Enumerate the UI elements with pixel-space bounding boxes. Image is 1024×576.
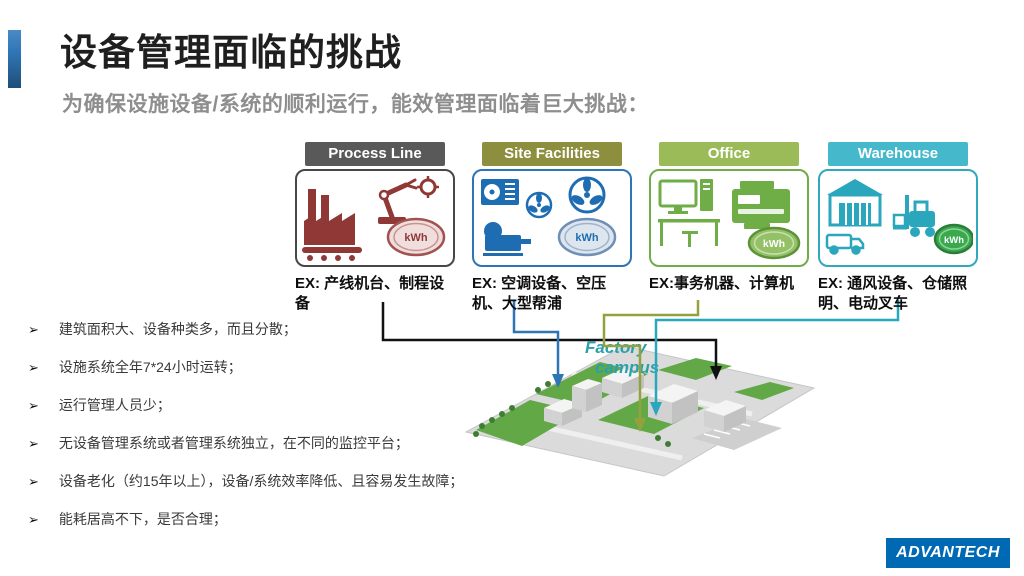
- category-header: Process Line: [305, 142, 445, 166]
- factory-icon: [302, 189, 362, 261]
- list-item: ➢ 设备老化（约15年以上），设备/系统效率降低、且容易发生故障；: [28, 472, 463, 510]
- kwh-badge: kWh: [747, 226, 801, 260]
- category-warehouse: Warehouse: [818, 142, 978, 313]
- fan-icon: [568, 176, 606, 214]
- title-accent-bar: [8, 30, 21, 88]
- category-box: kWh: [649, 169, 809, 267]
- category-site-facilities: Site Facilities: [472, 142, 632, 313]
- arrow-bullet-icon: ➢: [28, 322, 39, 337]
- category-box: kWh: [295, 169, 455, 267]
- campus-label-line2: campus: [595, 357, 660, 377]
- campus-label-line1: Factory: [585, 338, 647, 357]
- arrow-bullet-icon: ➢: [28, 360, 39, 375]
- bullet-text: 能耗居高不下，是否合理；: [58, 511, 227, 527]
- bullet-list: ➢ 建筑面积大、设备种类多，而且分散； ➢ 设施系统全年7*24小时运转； ➢ …: [28, 320, 463, 548]
- kwh-badge: kWh: [933, 223, 973, 255]
- list-item: ➢ 能耗居高不下，是否合理；: [28, 510, 463, 548]
- warehouse-icon: kWh: [825, 179, 973, 255]
- site-facilities-icon: kWh: [481, 176, 617, 257]
- category-box: kWh: [818, 169, 978, 267]
- page-title: 设备管理面临的挑战: [60, 32, 402, 73]
- advantech-logo: ADVANTECH: [886, 538, 1010, 568]
- list-item: ➢ 建筑面积大、设备种类多，而且分散；: [28, 320, 463, 358]
- category-office: Office: [649, 142, 809, 294]
- desk-icon: [658, 219, 720, 247]
- category-caption: EX: 产线机台、制程设备: [295, 275, 445, 312]
- list-item: ➢ 设施系统全年7*24小时运转；: [28, 358, 463, 396]
- subtitle: 为确保设施设备/系统的顺利运行，能效管理面临着巨大挑战：: [62, 93, 649, 116]
- kwh-label: kWh: [575, 232, 599, 244]
- bullet-text: 设备老化（约15年以上），设备/系统效率降低、且容易发生故障；: [58, 473, 464, 489]
- arrow-bullet-icon: ➢: [28, 398, 39, 413]
- category-box: kWh: [472, 169, 632, 267]
- ahu-icon: [481, 179, 519, 205]
- category-caption: EX: 通风设备、仓储照明、电动叉车: [818, 275, 968, 312]
- fan-small-icon: [525, 191, 553, 219]
- bullet-text: 无设备管理系统或者管理系统独立，在不同的监控平台；: [58, 435, 409, 451]
- robot-arm-icon: [378, 176, 439, 224]
- forklift-icon: [892, 195, 935, 237]
- category-process-line: Process Line: [295, 142, 455, 313]
- arrow-bullet-icon: ➢: [28, 474, 39, 489]
- arrow-bullet-icon: ➢: [28, 436, 39, 451]
- warehouse-building-icon: [827, 179, 883, 227]
- bullet-text: 设施系统全年7*24小时运转；: [58, 359, 242, 375]
- kwh-badge: kWh: [386, 217, 446, 257]
- bullet-text: 建筑面积大、设备种类多，而且分散；: [58, 321, 297, 337]
- printer-icon: [732, 181, 790, 229]
- pump-icon: [483, 222, 531, 256]
- kwh-label: kWh: [763, 238, 785, 250]
- category-header: Warehouse: [828, 142, 968, 166]
- computer-icon: [658, 179, 713, 214]
- category-header: Site Facilities: [482, 142, 622, 166]
- list-item: ➢ 无设备管理系统或者管理系统独立，在不同的监控平台；: [28, 434, 463, 472]
- arrow-bullet-icon: ➢: [28, 512, 39, 527]
- office-icon: kWh: [658, 179, 801, 260]
- advantech-logo-text: ADVANTECH: [896, 544, 1000, 561]
- campus-label: Factory campus: [585, 338, 659, 377]
- category-caption: EX: 空调设备、空压机、大型帮浦: [472, 275, 607, 312]
- category-header: Office: [659, 142, 799, 166]
- bullet-text: 运行管理人员少；: [58, 397, 171, 413]
- list-item: ➢ 运行管理人员少；: [28, 396, 463, 434]
- truck-icon: [825, 233, 865, 255]
- category-caption: EX:事务机器、计算机: [649, 275, 795, 292]
- kwh-badge: kWh: [557, 217, 617, 257]
- process-line-icon: kWh: [302, 176, 446, 261]
- kwh-label: kWh: [404, 232, 428, 244]
- kwh-label: kWh: [944, 235, 964, 246]
